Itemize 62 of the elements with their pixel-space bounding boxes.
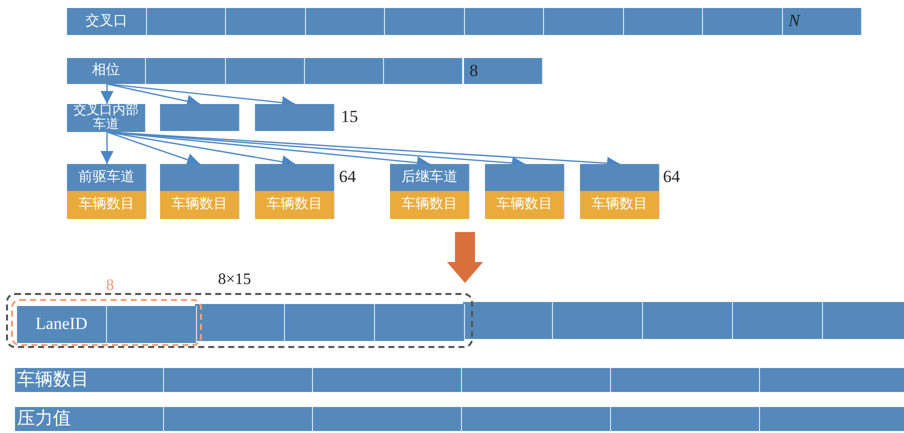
array-cell	[304, 58, 384, 84]
array-cell	[703, 8, 782, 35]
array-cell	[463, 302, 553, 339]
array-cell	[611, 368, 760, 392]
array-cell	[146, 8, 226, 35]
array-cell	[544, 8, 624, 35]
array-cell	[384, 58, 464, 84]
array-cell: 交叉口	[67, 8, 146, 35]
array-cell	[146, 58, 226, 84]
array-cell	[760, 368, 904, 392]
array-cell	[164, 368, 313, 392]
array-cell	[464, 8, 544, 35]
array-cell	[643, 302, 733, 339]
array-cell: 车辆数目	[255, 191, 335, 219]
array-cell	[611, 407, 760, 431]
array-cell: 车辆数目	[67, 191, 147, 219]
array-cell: 交叉口内部车道	[67, 104, 146, 132]
arrow	[100, 84, 114, 104]
array-cell	[485, 164, 565, 191]
array-cell: 车辆数目	[160, 191, 240, 219]
array-cell	[553, 302, 643, 339]
array-cell	[462, 407, 611, 431]
array-cell	[313, 368, 462, 392]
array-cell	[462, 368, 611, 392]
arrow	[100, 132, 114, 164]
array-cell	[255, 164, 335, 191]
array-cell	[160, 104, 240, 131]
count-label: 64	[339, 167, 356, 187]
array-cell	[195, 304, 285, 341]
array-cell	[580, 164, 660, 191]
array-cell	[226, 58, 305, 84]
array-cell: 车辆数目	[390, 191, 470, 219]
array-cell	[107, 306, 197, 343]
array-cell	[624, 8, 703, 35]
array-cell	[733, 302, 823, 339]
array-cell: 压力值	[15, 407, 164, 431]
array-cell	[760, 407, 904, 431]
array-cell	[160, 164, 240, 191]
group-label: 8	[106, 277, 114, 295]
array-cell: 8	[464, 58, 543, 84]
array-cell	[823, 302, 904, 339]
array-cell: 前驱车道	[67, 164, 147, 191]
count-label: 64	[663, 167, 680, 187]
array-cell: 车辆数目	[580, 191, 660, 219]
block-arrow	[447, 232, 483, 283]
array-cell: 相位	[67, 58, 146, 84]
array-cell: 车辆数目	[485, 191, 565, 219]
array-cell	[285, 304, 375, 341]
count-label: 15	[341, 107, 358, 127]
array-cell	[226, 8, 306, 35]
array-cell: 后继车道	[390, 164, 470, 191]
array-cell	[306, 8, 385, 35]
array-cell: LaneID	[17, 306, 107, 343]
array-cell	[164, 407, 313, 431]
array-cell: N	[782, 8, 862, 35]
array-cell	[385, 8, 464, 35]
arrow	[106, 131, 200, 166]
array-cell	[255, 104, 335, 131]
array-cell	[313, 407, 462, 431]
array-cell	[375, 304, 465, 341]
array-cell: 车辆数目	[15, 368, 164, 392]
group-label: 8×15	[218, 271, 252, 289]
